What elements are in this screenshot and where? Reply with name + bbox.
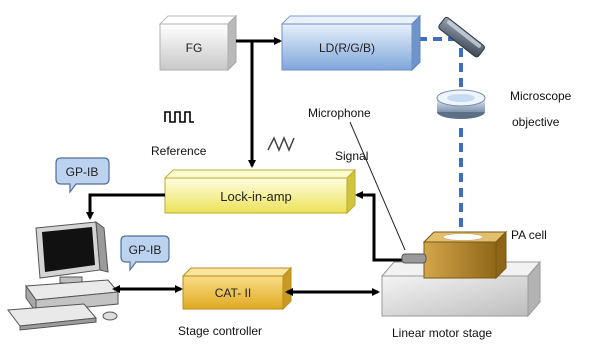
pa-cell-label: PA cell (511, 228, 547, 242)
square-wave-icon (164, 111, 194, 123)
gpib-callout-bottom: GP-IB (120, 235, 170, 272)
gpib-top-label: GP-IB (66, 165, 99, 179)
microphone-leader-line (349, 121, 406, 251)
sine-wave-icon (267, 136, 295, 152)
stage-controller-label: Stage controller (178, 324, 262, 338)
ld-box: LD(R/G/B) (280, 14, 422, 72)
signal-label: Signal (335, 149, 368, 163)
fg-label: FG (186, 41, 203, 55)
pa-cell (422, 230, 508, 280)
fg-box: FG (158, 14, 238, 72)
microscope-label-line1: Microscope (510, 89, 572, 103)
microscope-label-line2: objective (512, 115, 560, 129)
ld-label: LD(R/G/B) (319, 41, 375, 55)
laser-path (418, 37, 463, 232)
mirror (438, 17, 485, 58)
cat-controller-box: CAT- II (181, 266, 293, 311)
gpib-callout-top: GP-IB (55, 157, 110, 194)
lockin-amp-box: Lock-in-amp (163, 168, 357, 215)
microscope-objective (436, 89, 486, 119)
computer (7, 220, 119, 331)
microphone-icon (401, 253, 427, 264)
gpib-bottom-label: GP-IB (129, 243, 162, 257)
reference-label: Reference (151, 144, 207, 158)
microphone-label: Microphone (308, 106, 371, 120)
lockin-amp-label: Lock-in-amp (220, 189, 292, 204)
lockin-to-computer-arrow (86, 193, 165, 220)
cat-label: CAT- II (215, 286, 251, 300)
linear-stage-label: Linear motor stage (392, 326, 492, 340)
signal-line (355, 191, 410, 262)
